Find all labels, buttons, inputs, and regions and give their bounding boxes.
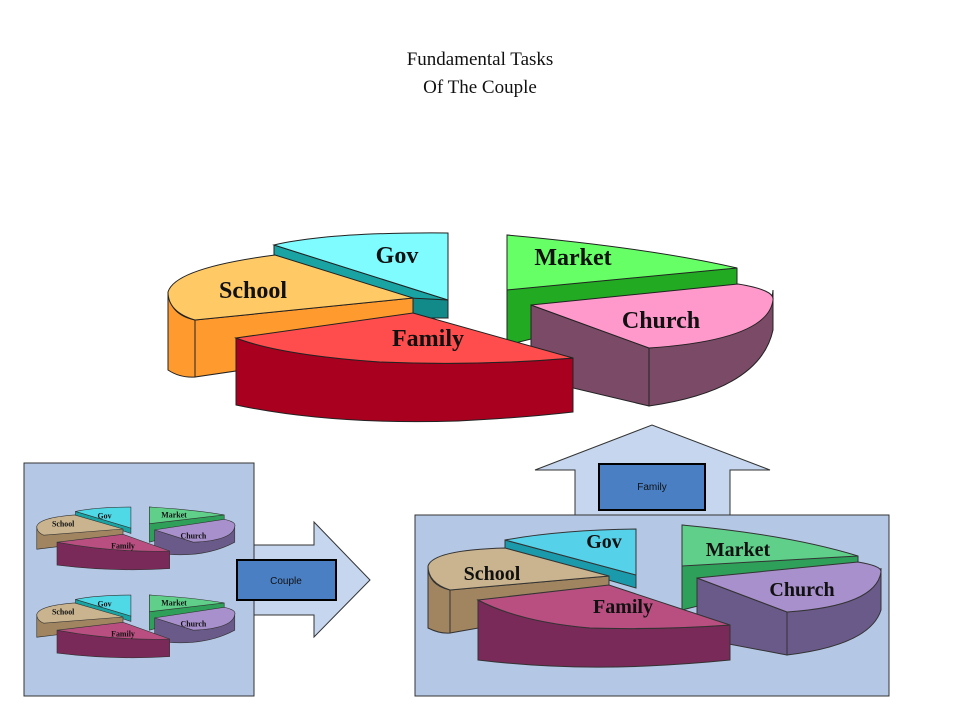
small-bottom-family-label: Family: [111, 629, 135, 638]
small-bottom-market-label: Market: [161, 599, 187, 608]
big-pie-family-slice: Family: [234, 312, 574, 423]
small-bottom-gov-label: Gov: [97, 599, 111, 608]
medium-market-label: Market: [706, 539, 771, 561]
family-label: Family: [637, 482, 666, 493]
small-pie-bottom: Gov Market School Church Family: [36, 594, 236, 659]
medium-church-label: Church: [769, 579, 834, 601]
small-top-gov-label: Gov: [97, 511, 111, 520]
medium-school-label: School: [464, 563, 521, 585]
title-line-2: Of The Couple: [423, 77, 537, 98]
small-top-family-label: Family: [111, 541, 135, 550]
diagram-title: Fundamental Tasks Of The Couple: [0, 46, 960, 102]
big-pie-family-label: Family: [392, 326, 464, 352]
couple-arrow: Couple: [236, 520, 371, 639]
small-pie-top: Gov Market School Church Family: [36, 506, 236, 571]
family-label-box: [598, 463, 706, 511]
big-pie: Gov Market School Church Family: [167, 232, 774, 423]
big-pie-market-label: Market: [534, 245, 611, 271]
title-line-1: Fundamental Tasks: [406, 49, 554, 70]
medium-family-label: Family: [593, 596, 653, 618]
big-pie-gov-label: Gov: [376, 243, 419, 269]
small-top-market-label: Market: [161, 511, 187, 520]
family-arrow: Family: [534, 424, 771, 516]
medium-pie: Gov Market School Church Family: [427, 524, 882, 668]
small-top-school-label: School: [52, 519, 75, 528]
medium-gov-label: Gov: [586, 531, 622, 553]
small-bottom-church-label: Church: [181, 620, 207, 629]
big-pie-church-label: Church: [622, 308, 700, 334]
couple-panel: [23, 462, 255, 697]
small-bottom-school-label: School: [52, 607, 75, 616]
big-pie-school-label: School: [219, 278, 287, 304]
couple-label-box: [236, 559, 337, 601]
couple-label: Couple: [270, 576, 302, 587]
small-top-church-label: Church: [181, 532, 207, 541]
